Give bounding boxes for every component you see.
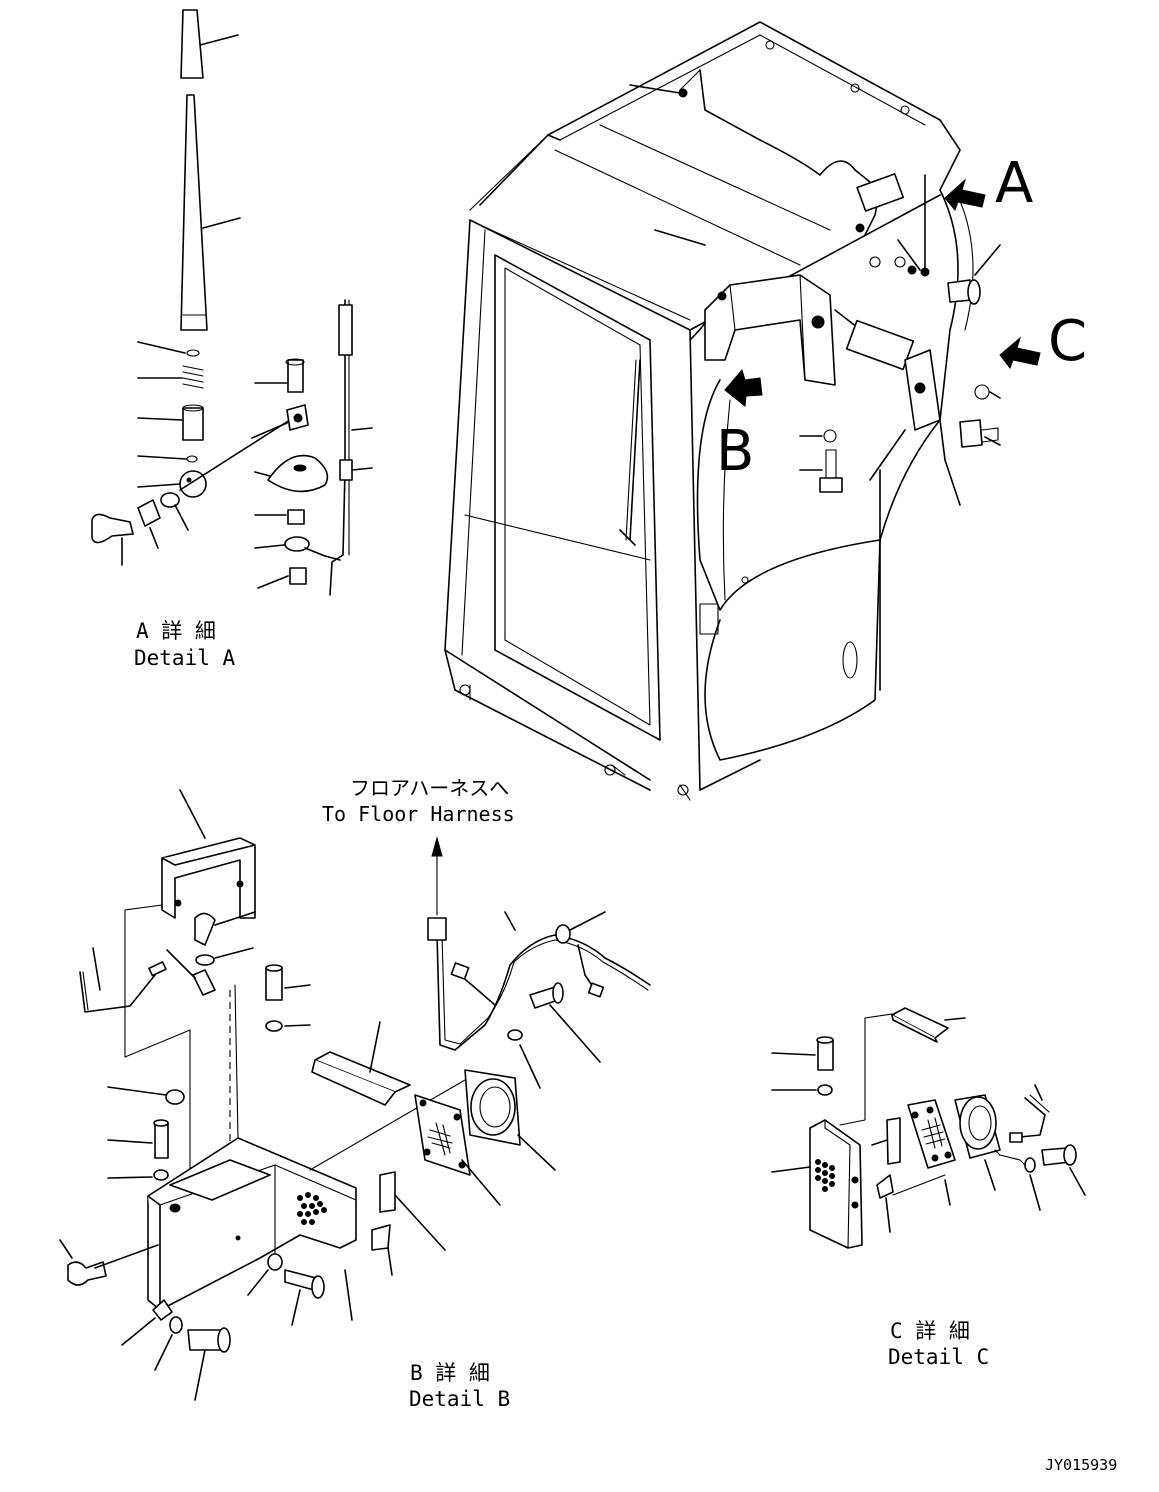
detail-c-title-en: Detail C [888, 1345, 989, 1369]
drawing-number: JY015939 [1045, 1456, 1117, 1474]
speaker-grille-b [297, 1192, 327, 1225]
detail-c-parts [771, 1007, 1086, 1249]
roof-harness [678, 69, 905, 236]
detail-c-title-jp: C 詳 細 [890, 1319, 970, 1343]
view-label-b: B [716, 419, 754, 484]
cab-antenna [855, 174, 930, 277]
cab-speaker-box-c [904, 349, 961, 506]
detail-a-title-jp: A 詳 細 [136, 619, 216, 643]
detail-b-title-en: Detail B [409, 1387, 510, 1411]
operator-cab [444, 21, 974, 801]
detail-a-parts [91, 9, 373, 596]
detail-a-title-en: Detail A [134, 646, 236, 670]
harness-note-en: To Floor Harness [322, 802, 515, 826]
view-label-c: C [1048, 309, 1087, 374]
view-label-a: A [995, 151, 1033, 216]
speaker-grille-c [815, 1159, 835, 1192]
detail-b-title-jp: B 詳 細 [410, 1361, 490, 1385]
view-arrows [629, 84, 1041, 493]
detail-b-parts [59, 789, 651, 1401]
cab-speaker-box-b [704, 274, 915, 386]
harness-note-jp: フロアハーネスへ [350, 776, 509, 800]
